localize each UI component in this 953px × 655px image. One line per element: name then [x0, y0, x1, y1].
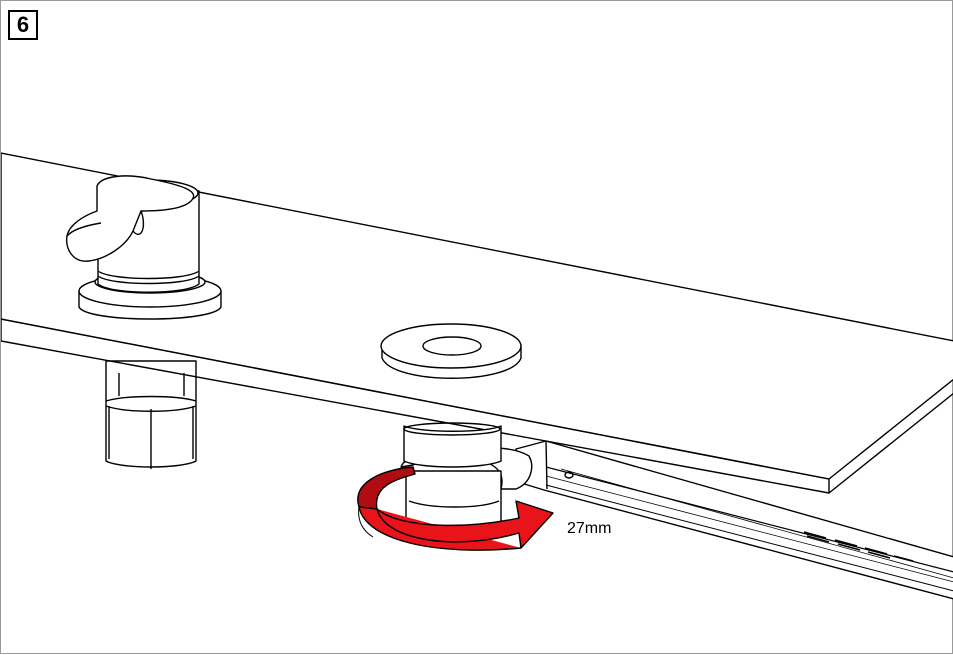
countertop	[1, 152, 953, 494]
faucet-handle	[66, 175, 195, 262]
wrench-size-label: 27mm	[567, 520, 612, 537]
connector-nut	[403, 422, 502, 538]
step-number-badge: 6	[8, 10, 38, 40]
wrench-brand-mark	[803, 531, 914, 562]
rotation-arrow	[357, 466, 554, 551]
mounting-nut	[105, 360, 197, 469]
washer	[380, 323, 522, 379]
